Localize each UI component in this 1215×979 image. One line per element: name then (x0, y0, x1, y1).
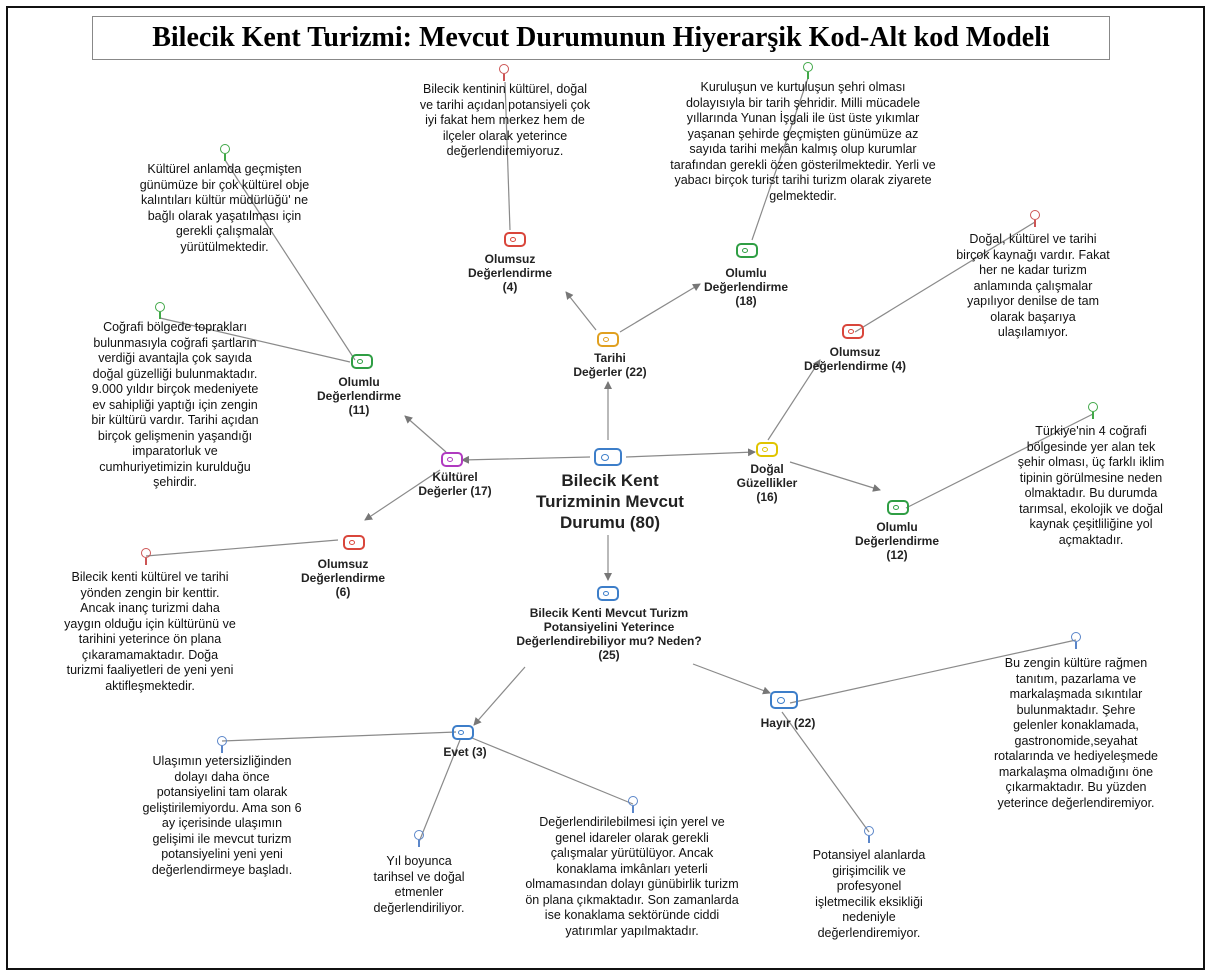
kulturel-olumlu-label: Olumlu Değerlendirme (11) (316, 375, 402, 417)
dogal-olumsuz-quote: Doğal, kültürel ve tarihi birçok kaynağı… (956, 232, 1110, 339)
kulturel-olumlu-code-icon (351, 354, 373, 369)
link-tarihi-olumsuz (565, 291, 597, 331)
tarihi-olumsuz-label: Olumsuz Değerlendirme (4) (467, 252, 553, 294)
evet-memo-icon-3 (628, 796, 638, 813)
hayir-memo-icon-2 (864, 826, 874, 843)
evet-memo-icon-2 (414, 830, 424, 847)
tarihi-olumlu-quote: Kuruluşun ve kurtuluşun şehri olması dol… (670, 80, 936, 203)
dogal-olumlu-quote: Türkiye'nin 4 coğrafi bölgesinde yer ala… (1017, 424, 1165, 547)
link-kulturel-olumlu (404, 415, 447, 453)
hayir-memo-icon-1 (1071, 632, 1081, 649)
potansiyel-code-icon (597, 586, 619, 601)
kulturel-olumlu-memo-icon-2 (155, 302, 165, 319)
hayir-quote-1: Bu zengin kültüre rağmen tanıtım, pazarl… (994, 656, 1158, 810)
dogal-olumlu-memo-icon (1088, 402, 1098, 419)
evet-quote-1: Ulaşımın yetersizliğinden dolayı daha ön… (142, 754, 302, 877)
kulturel-olumsuz-quote: Bilecik kenti kültürel ve tarihi yönden … (64, 570, 236, 693)
tarihi-code-icon (597, 332, 619, 347)
evet-memo-icon-1 (217, 736, 227, 753)
kulturel-olumsuz-memo-icon (141, 548, 151, 565)
link-root-dogal (625, 448, 756, 458)
link-dogal-olumsuz (767, 359, 821, 441)
link-kulturel-olumsuz (364, 469, 441, 521)
kulturel-code-icon (441, 452, 463, 467)
evet-quote-3: Değerlendirilebilmesi için yerel ve gene… (525, 815, 739, 938)
root-node-label: Bilecik Kent Turizminin Mevcut Durumu (8… (536, 471, 684, 532)
dogal-olumlu-label: Olumlu Değerlendirme (12) (854, 520, 940, 562)
tarihi-olumsuz-memo-icon (499, 64, 509, 81)
dogal-olumsuz-memo-icon (1030, 210, 1040, 227)
kulturel-olumsuz-code-icon (343, 535, 365, 550)
kulturel-olumlu-quote-1: Kültürel anlamda geçmişten günümüze bir … (139, 162, 310, 254)
dogal-olumlu-code-icon (887, 500, 909, 515)
dogal-olumsuz-label: Olumsuz Değerlendirme (4) (803, 345, 907, 373)
tarihi-olumlu-code-icon (736, 243, 758, 258)
hayir-label: Hayır (22) (760, 716, 816, 730)
link-potansiyel-evet (473, 666, 526, 726)
potansiyel-label: Bilecik Kenti Mevcut Turizm Potansiyelin… (516, 606, 702, 662)
dogal-node-label: Doğal Güzellikler (16) (736, 462, 798, 504)
tarihi-olumlu-memo-icon (803, 62, 813, 79)
link-root-kulturel (461, 455, 591, 464)
diagram-title: Bilecik Kent Turizmi: Mevcut Durumunun H… (92, 16, 1110, 60)
link-tarihi-olumlu (619, 283, 701, 333)
kulturel-olumlu-memo-icon-1 (220, 144, 230, 161)
dogal-olumsuz-code-icon (842, 324, 864, 339)
tarihi-node-label: Tarihi Değerler (22) (573, 351, 647, 379)
root-code-icon (594, 448, 622, 466)
kulturel-node-label: Kültürel Değerler (17) (418, 470, 492, 498)
hayir-quote-2: Potansiyel alanlarda girişimcilik ve pro… (812, 848, 926, 940)
link-dogal-olumlu (789, 461, 881, 492)
tarihi-olumsuz-quote: Bilecik kentinin kültürel, doğal ve tari… (419, 82, 591, 158)
evet-quote-2: Yıl boyunca tarihsel ve doğal etmenler d… (373, 854, 465, 915)
tarihi-olumsuz-code-icon (504, 232, 526, 247)
evet-code-icon (452, 725, 474, 740)
hayir-code-icon (770, 691, 798, 709)
link-potansiyel-hayir (692, 663, 771, 695)
kulturel-olumsuz-label: Olumsuz Değerlendirme (6) (300, 557, 386, 599)
evet-label: Evet (3) (443, 745, 487, 759)
dogal-code-icon (756, 442, 778, 457)
kulturel-olumlu-quote-2: Coğrafi bölgede toprakları bulunmasıyla … (91, 320, 259, 489)
diagram-frame (6, 6, 1205, 970)
tarihi-olumlu-label: Olumlu Değerlendirme (18) (703, 266, 789, 308)
